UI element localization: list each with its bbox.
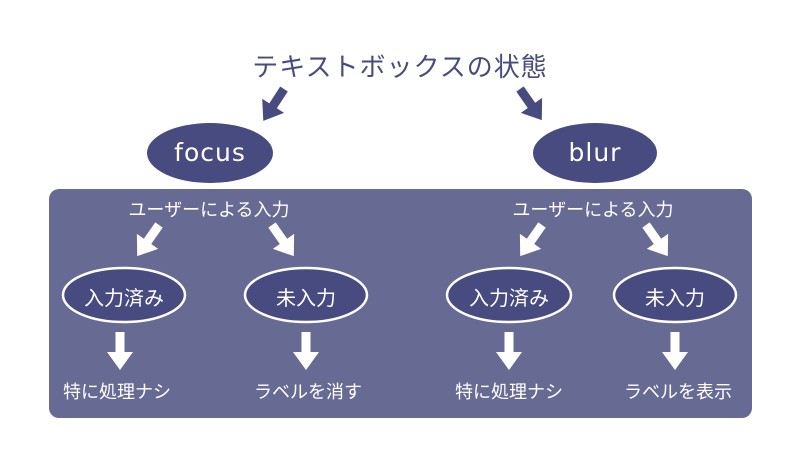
focus-filled-label: 入力済み xyxy=(84,286,164,310)
blur-empty-result: ラベルを表示 xyxy=(624,382,732,403)
arrow-blur-to-filled-icon xyxy=(509,217,553,264)
focus-empty-result: ラベルを消す xyxy=(254,382,362,403)
blur-empty-label: 未入力 xyxy=(645,286,705,310)
blur-label: blur xyxy=(568,138,622,167)
blur-filled-label: 入力済み xyxy=(469,286,549,310)
focus-trigger-label: ユーザーによる入力 xyxy=(128,200,290,221)
focus-node xyxy=(147,123,273,183)
arrow-down-focus-empty-icon xyxy=(293,332,319,370)
focus-label: focus xyxy=(174,138,246,167)
diagram-title: テキストボックスの状態 xyxy=(252,53,548,83)
focus-filled-node xyxy=(61,266,187,324)
focus-empty-node xyxy=(243,266,369,324)
blur-empty-node xyxy=(612,266,738,324)
focus-empty-label: 未入力 xyxy=(276,286,336,310)
arrow-focus-to-filled-icon xyxy=(126,217,170,264)
blur-filled-node xyxy=(445,266,573,324)
arrow-down-blur-empty-icon xyxy=(662,332,688,370)
blur-trigger-label: ユーザーによる入力 xyxy=(512,200,674,221)
arrow-to-focus-icon xyxy=(252,81,295,128)
blur-node xyxy=(533,123,657,183)
focus-filled-result: 特に処理ナシ xyxy=(63,382,171,403)
arrow-to-blur-icon xyxy=(509,81,553,128)
arrow-down-blur-filled-icon xyxy=(496,332,522,370)
arrow-blur-to-empty-icon xyxy=(635,217,679,264)
blur-filled-result: 特に処理ナシ xyxy=(455,382,563,403)
arrow-focus-to-empty-icon xyxy=(261,217,305,264)
arrow-down-focus-filled-icon xyxy=(107,332,133,370)
